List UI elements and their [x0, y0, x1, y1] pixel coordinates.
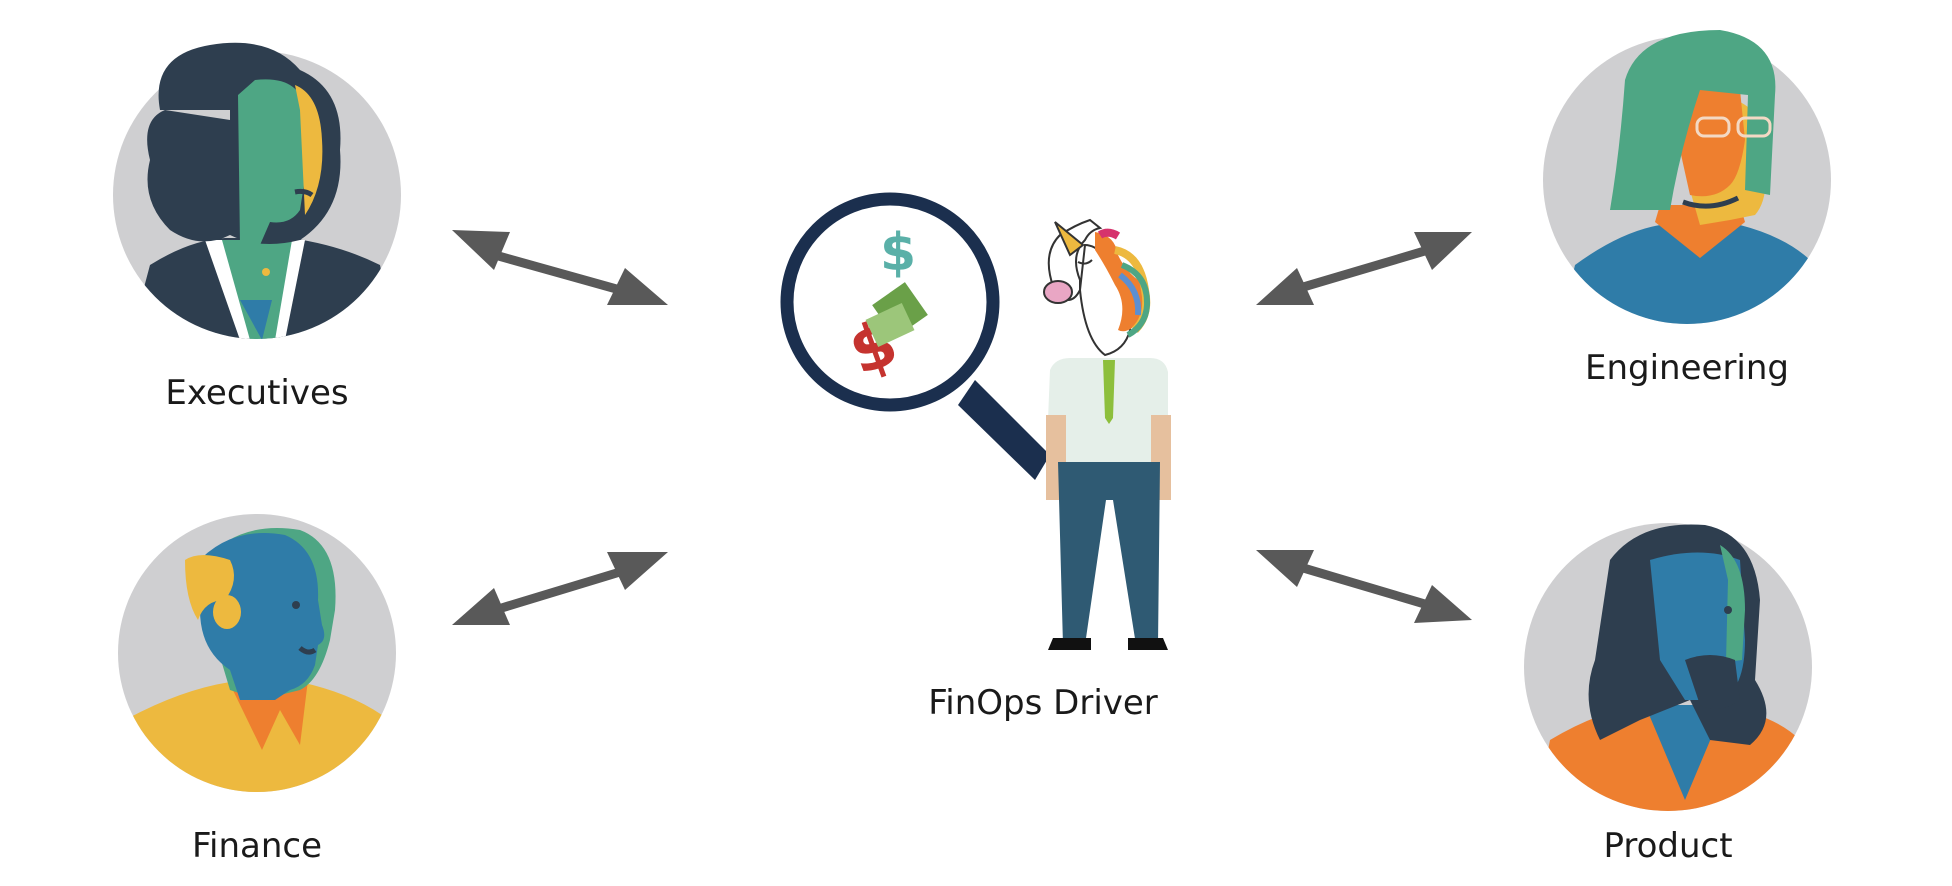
engineering-avatar	[1543, 30, 1831, 324]
arrow-engineering	[1256, 232, 1472, 305]
finance-avatar	[118, 514, 396, 792]
finops-driver-label: FinOps Driver	[928, 683, 1158, 723]
svg-text:$: $	[880, 223, 916, 283]
arrow-finance	[452, 552, 668, 625]
arrow-executives	[452, 230, 668, 305]
dollar-icon: $ $	[840, 223, 928, 390]
executives-label: Executives	[165, 373, 349, 413]
finance-label: Finance	[191, 826, 323, 866]
executives-avatar	[113, 42, 401, 339]
product-label: Product	[1603, 826, 1733, 866]
engineering-label: Engineering	[1585, 348, 1789, 388]
arrow-product	[1256, 550, 1472, 623]
product-avatar	[1524, 523, 1812, 811]
finops-driver-illustration: $ $	[780, 192, 1171, 650]
